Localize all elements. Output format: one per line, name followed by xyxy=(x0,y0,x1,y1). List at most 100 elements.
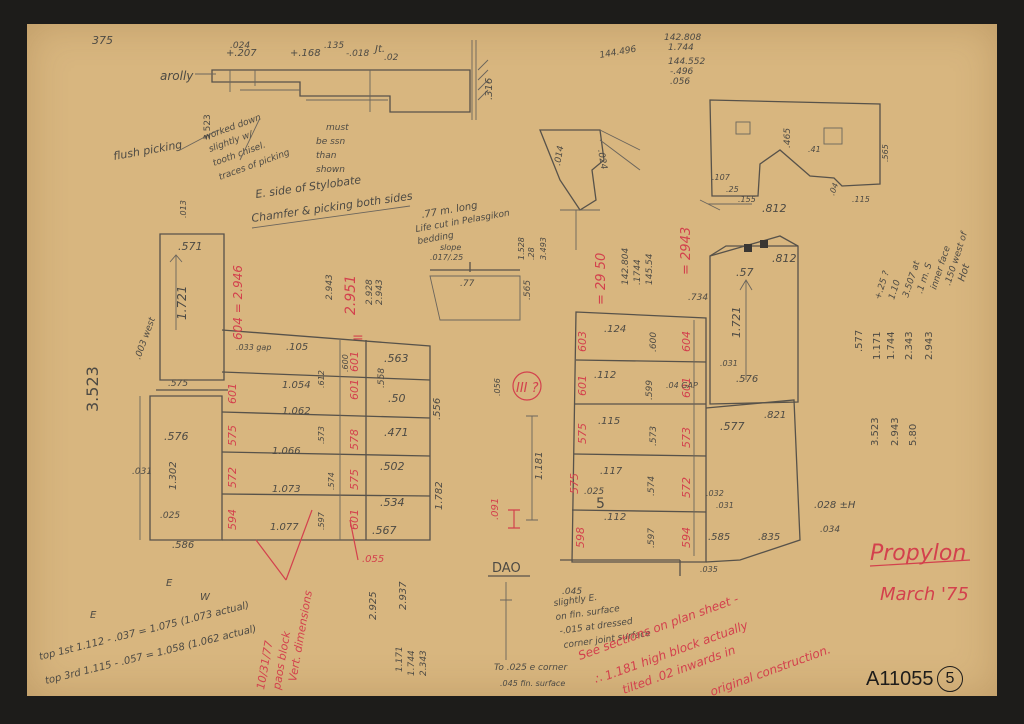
bl-pv-1: 2.925 xyxy=(368,591,379,620)
bl-st-3: 2.343 xyxy=(419,650,429,676)
rb-025: .025 xyxy=(584,487,604,497)
n1181: 1.181 xyxy=(534,451,545,480)
vn-1: .577 xyxy=(854,330,865,352)
lb-red-3: 572 xyxy=(226,467,239,488)
rb-redr-4: 572 xyxy=(680,477,693,498)
rs-5: .41 xyxy=(808,145,821,154)
lb-lower-5: .586 xyxy=(172,540,194,551)
rb-gap: .04 GAP xyxy=(666,381,698,390)
rb-redr-5: 594 xyxy=(680,527,693,548)
rb-row-5: .112 xyxy=(604,512,626,523)
bl-st-2: 1.744 xyxy=(407,650,417,676)
red-eq-2951: 2.951 xyxy=(343,275,359,315)
sheet-number: 5 xyxy=(937,666,963,692)
top-num-2c: 144.552 xyxy=(668,57,705,67)
rb-rp-2: .577 xyxy=(720,420,745,433)
rb-redr-1: 604 xyxy=(680,331,693,352)
top-num-2b: 1.744 xyxy=(668,43,694,53)
drawing-sheet xyxy=(27,24,997,696)
rb-five: 5 xyxy=(596,496,605,512)
must-4: shown xyxy=(316,165,345,175)
lb-red-1: 601 xyxy=(226,383,239,404)
pencil-stack-b: .1744 xyxy=(633,259,643,285)
rb-rp-6: .835 xyxy=(758,532,780,543)
rb-bottom-1: .028 ±H xyxy=(814,500,856,511)
rs-1: .107 xyxy=(712,173,731,182)
lb-1721: 1.721 xyxy=(175,286,189,320)
rs-4: .812 xyxy=(762,202,787,215)
rot-6: 1.10 xyxy=(887,279,903,301)
top-dim-6: Jt. xyxy=(373,44,385,55)
lb-pmid-1: .600 xyxy=(341,354,350,372)
left-block-drawing: .571 1.721 .003 west .013 .575 .033 gap … xyxy=(83,200,445,581)
n56: .056 xyxy=(493,378,502,396)
bl-pv-2: 2.937 xyxy=(398,581,409,610)
lb-rc-2: .50 xyxy=(388,392,406,405)
rb-mid-4: .574 xyxy=(647,476,657,496)
top-num-2e: .056 xyxy=(670,77,690,87)
lb-redmid-2: 601 xyxy=(348,379,361,400)
title-date: March '75 xyxy=(880,584,969,605)
bl-e: E xyxy=(90,610,97,621)
sketch-dim-a: .014 xyxy=(553,145,566,167)
lb-row-3: 1.062 xyxy=(282,406,311,417)
lb-pmid-3: .573 xyxy=(317,426,326,444)
rb-redr-2: 601 xyxy=(680,377,693,398)
block-dowel-1 xyxy=(744,244,752,252)
lb-lower-2: .031 xyxy=(132,467,152,477)
rb-red-1: 603 xyxy=(576,331,589,352)
left-margin-number: 3.523 xyxy=(83,366,102,412)
lb-013: .013 xyxy=(179,200,188,218)
bc-2: slightly E. xyxy=(553,593,598,609)
rb-red-2: 601 xyxy=(576,375,589,396)
lb-redmid-5: 601 xyxy=(348,509,361,530)
lb-rc-4: .502 xyxy=(380,460,405,473)
sketch-box-2 xyxy=(823,127,843,145)
bottom-left-notes: E E W top 1st 1.112 - .037 = 1.075 (1.07… xyxy=(38,578,429,692)
lb-redmid-1: 601 xyxy=(348,351,361,372)
corner-number: 375 xyxy=(92,34,113,47)
top-dim-1: .024 xyxy=(230,41,250,51)
sketch-dim-b: .024 xyxy=(595,149,608,171)
top-dim-3: +.168 xyxy=(290,48,321,59)
bl-st-1: 1.171 xyxy=(395,646,405,672)
rb-row-2: .112 xyxy=(594,370,616,381)
top-dim-5: -.018 xyxy=(346,49,370,59)
question-mark: III ? xyxy=(516,381,539,396)
title-block: Propylon March '75 xyxy=(869,541,971,605)
ln-1: 3.523 xyxy=(870,417,881,446)
vn-3: 1.744 xyxy=(886,331,897,360)
rb-red-3: 575 xyxy=(576,423,589,444)
red-091: .091 xyxy=(490,498,501,520)
catalog-number: A11055 xyxy=(866,668,934,690)
pencil-stack2-a: 1.528 xyxy=(517,237,526,260)
red-bottom-note: See sections on plan sheet - ∴ 1.181 hig… xyxy=(576,592,832,699)
label-arolly: arolly xyxy=(160,69,194,83)
side-note-1: E. side of Stylobate xyxy=(255,173,362,201)
top-dim-2: +.207 xyxy=(226,48,257,59)
rs-3: .155 xyxy=(738,195,756,204)
lb-lower-1: .576 xyxy=(164,430,189,443)
right-top-sketch: .107 .25 .155 .812 .41 .465 .04 .115 .56… xyxy=(699,99,890,215)
sketch-box-1 xyxy=(735,121,751,135)
lb-rc-3: .471 xyxy=(384,426,409,439)
lb-rc-5: .534 xyxy=(380,496,405,509)
rb-row-1: .124 xyxy=(604,324,626,335)
rb-rp-4: .031 xyxy=(716,501,734,510)
top-section-sketch: arolly .024 +.207 +.168 .135 -.018 Jt. .… xyxy=(112,33,705,229)
lb-redmid-4: 575 xyxy=(348,469,361,490)
vn-4: 2.343 xyxy=(904,331,915,360)
dao-label: DAO xyxy=(492,561,521,576)
val-77: .77 xyxy=(460,279,475,289)
pencil-2943-a: 2.943 xyxy=(325,274,335,300)
rb-redr-3: 573 xyxy=(680,427,693,448)
rb-row-4: .117 xyxy=(600,466,623,477)
rb-734: .734 xyxy=(688,293,708,303)
slope-2: .017/.25 xyxy=(430,253,463,262)
bc-1: .045 xyxy=(562,587,582,597)
lb-row-2: 1.054 xyxy=(282,380,311,391)
lb-red-604: 604 = 2.946 xyxy=(231,265,245,340)
red-eq-2950: = 29 50 xyxy=(594,253,609,305)
lb-033gap: .033 gap xyxy=(236,343,271,352)
lb-side-1: 1.782 xyxy=(434,481,445,510)
